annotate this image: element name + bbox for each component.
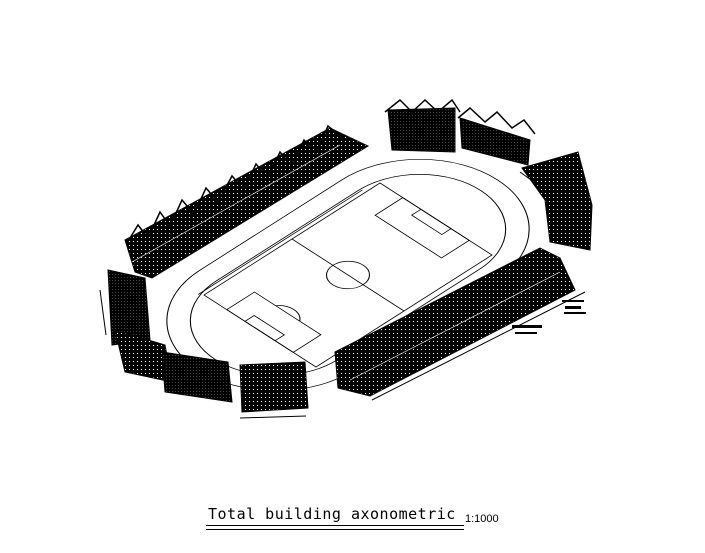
penalty-area-left bbox=[226, 291, 322, 353]
north-end-stands bbox=[384, 98, 593, 251]
east-main-stand bbox=[334, 247, 586, 401]
penalty-area-right bbox=[374, 197, 470, 259]
goal-area-left bbox=[244, 314, 286, 342]
title-underline-secondary bbox=[206, 529, 464, 530]
penalty-arc-left bbox=[275, 305, 301, 322]
title-underline bbox=[206, 525, 464, 526]
annotation-marks bbox=[512, 300, 586, 334]
track-inner bbox=[189, 174, 507, 376]
goal-area-right bbox=[410, 208, 452, 236]
halfway-line bbox=[291, 238, 405, 312]
pitch-and-track bbox=[166, 158, 530, 392]
straight-track-line bbox=[197, 189, 363, 295]
center-circle bbox=[325, 260, 371, 290]
drawing-title: Total building axonometric bbox=[208, 505, 456, 523]
drawing-scale: 1:1000 bbox=[465, 513, 499, 525]
south-end-stands bbox=[99, 269, 309, 419]
west-stand bbox=[124, 124, 370, 279]
